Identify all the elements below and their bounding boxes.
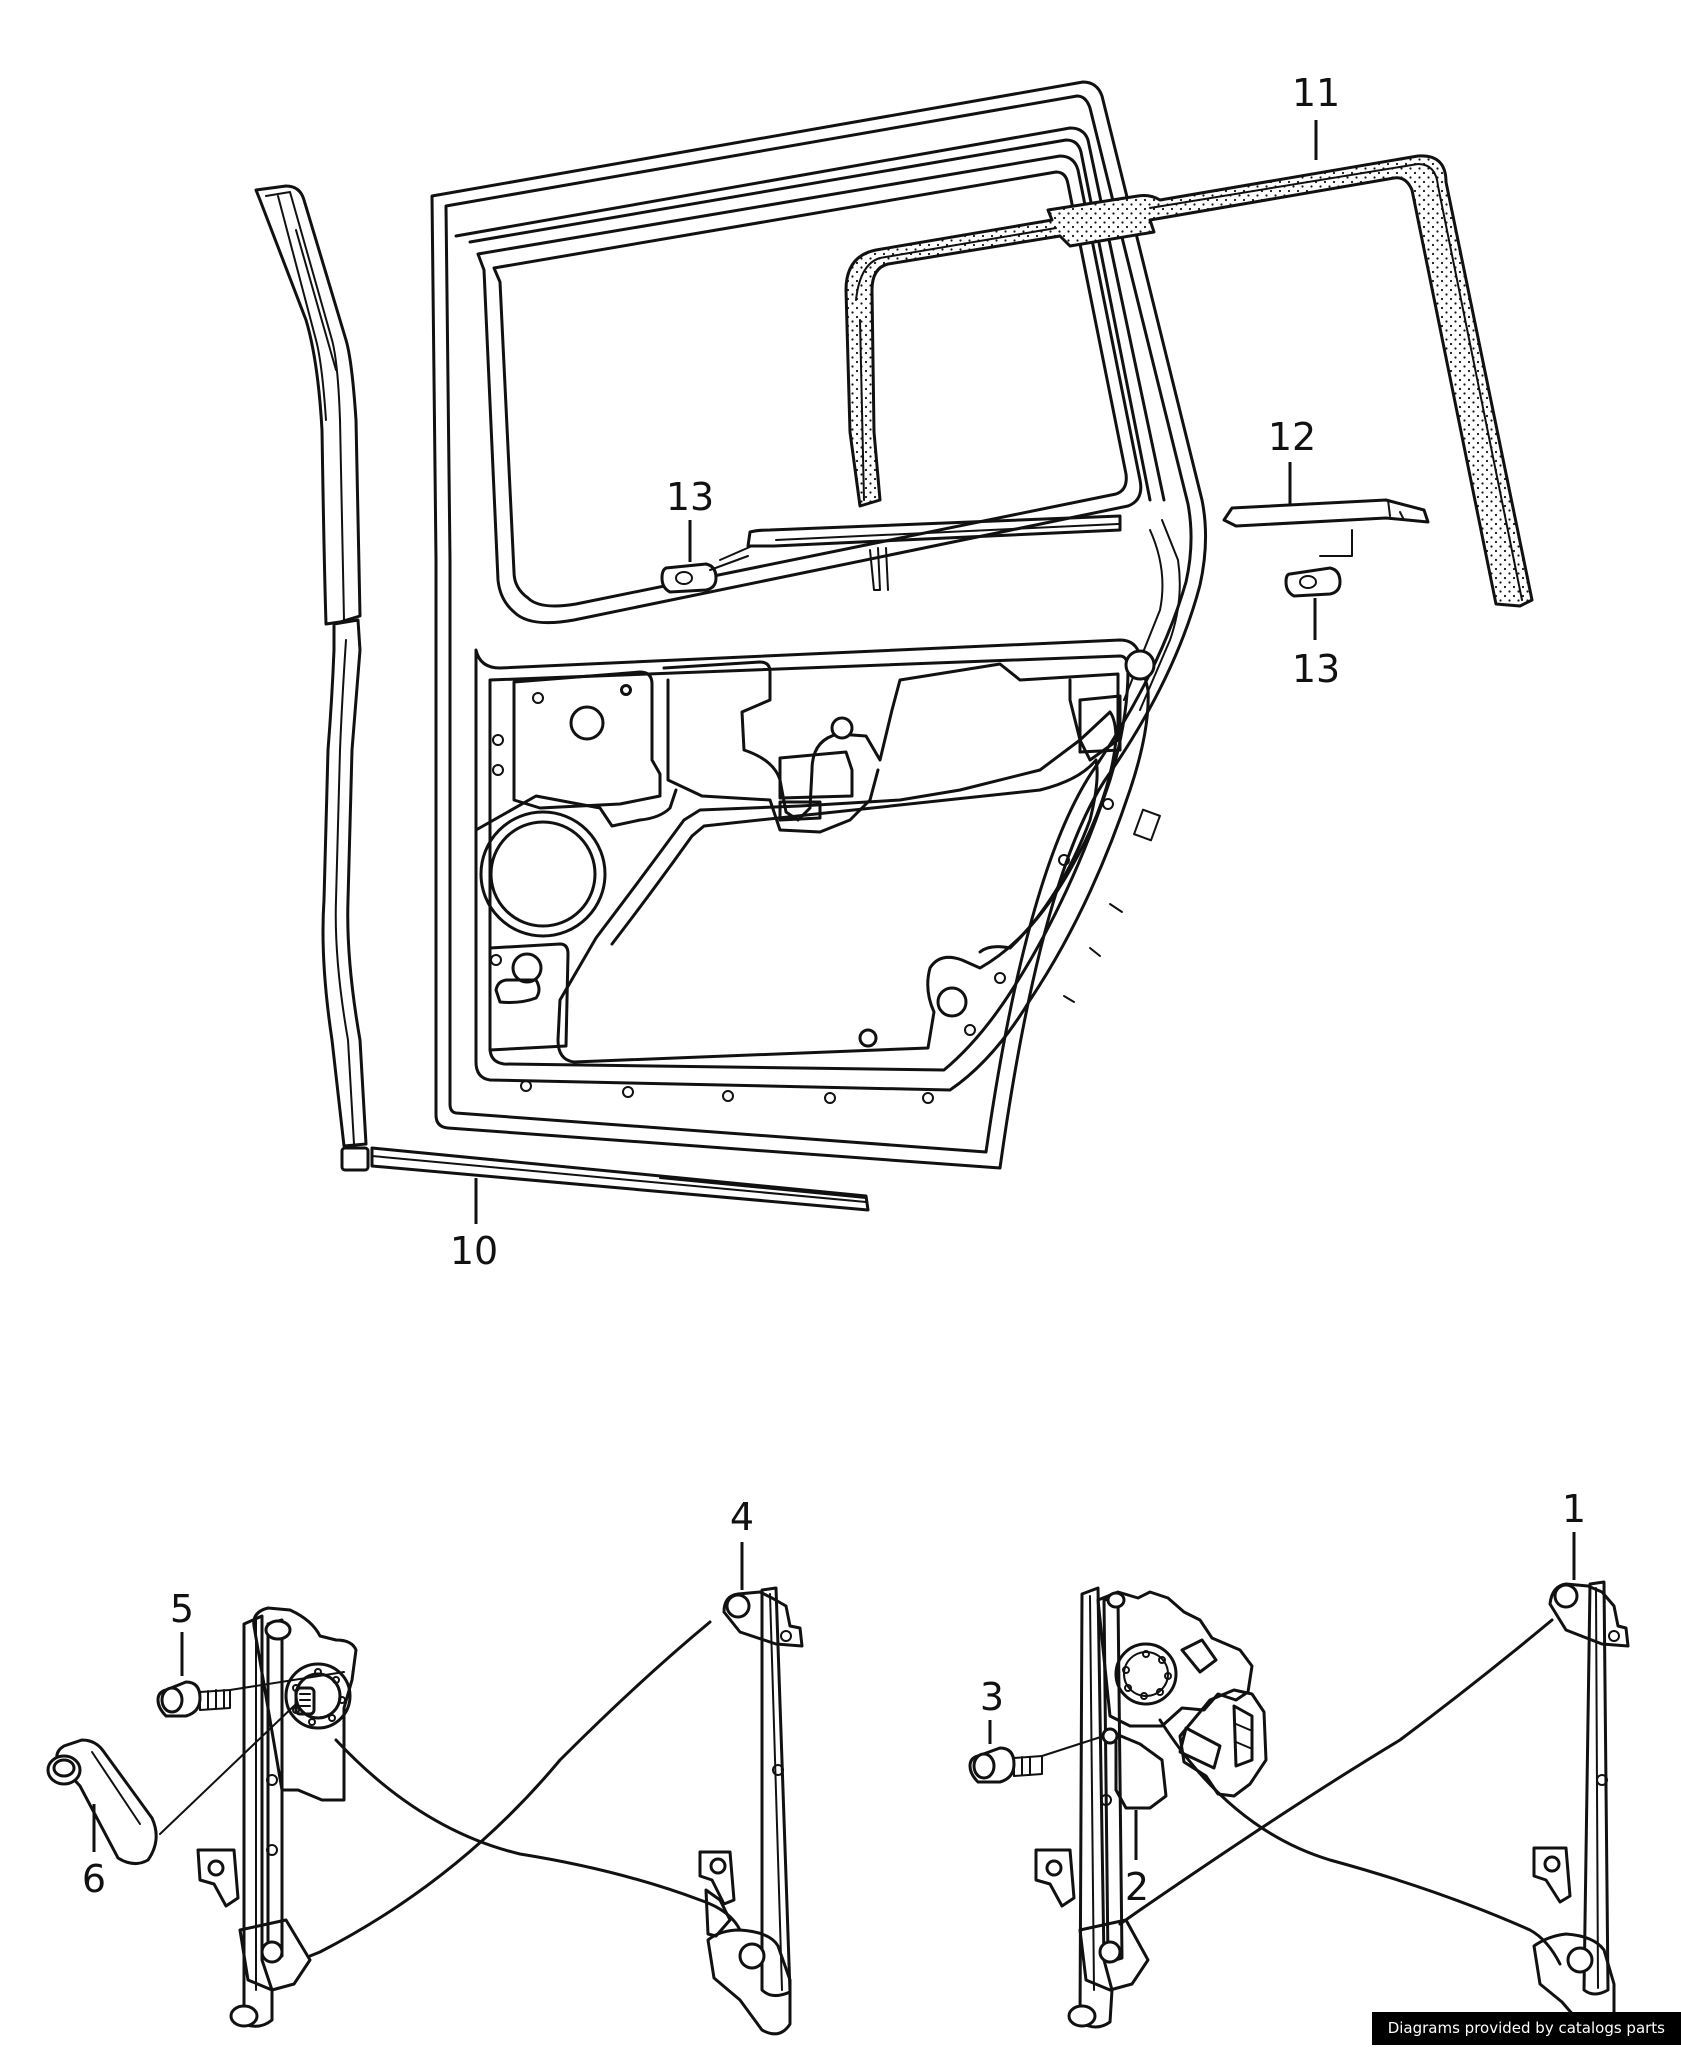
outer-window-strip: [370, 1146, 870, 1212]
callout-1: 1: [1562, 1487, 1586, 1531]
callout-labels: 1 2 3 4 5 6 10 11 12 13 13: [82, 71, 1586, 1909]
mounting-holes: [490, 684, 1114, 1104]
diagram-credit: Diagrams provided by catalogs parts: [1371, 2012, 1681, 2045]
door-shell: [430, 80, 1208, 1170]
window-guide-rail: [719, 498, 1430, 561]
callout-3: 3: [980, 1675, 1004, 1719]
motor-gear-teeth: [1122, 1650, 1172, 1700]
callout-11: 11: [1292, 71, 1340, 115]
door-edge-seal: [254, 184, 370, 1172]
callout-13-left: 13: [666, 475, 714, 519]
callout-6: 6: [82, 1857, 106, 1901]
callout-12: 12: [1268, 415, 1316, 459]
clip-right: [1284, 566, 1342, 598]
manual-window-regulator: [46, 1586, 804, 2036]
callout-5: 5: [170, 1587, 194, 1631]
callout-10: 10: [450, 1229, 498, 1273]
callout-2: 2: [1125, 1865, 1149, 1909]
callout-13-right: 13: [1292, 647, 1340, 691]
callout-4: 4: [730, 1495, 754, 1539]
window-channel-seal: [844, 154, 1534, 608]
power-window-regulator: [968, 1580, 1630, 2036]
clip-left: [660, 555, 749, 594]
leader-lines: [92, 120, 1576, 1860]
